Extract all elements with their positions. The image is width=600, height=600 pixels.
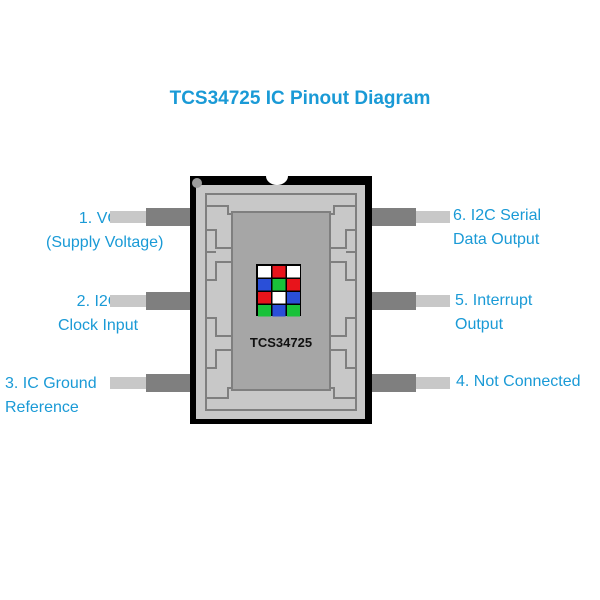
pin-4-name: 4. Not Connected <box>456 373 581 390</box>
lead-frame <box>205 193 357 411</box>
pin-3-lead <box>110 374 192 392</box>
left-pins <box>110 208 192 392</box>
sensor-cell-blue <box>272 305 286 317</box>
sensor-cell-white <box>272 292 286 304</box>
sensor-cell-blue <box>287 292 300 304</box>
pin-6-description: Data Output <box>453 231 540 248</box>
sensor-cell-red <box>287 279 300 291</box>
sensor-cell-green <box>272 279 286 291</box>
pin-3-label: 3. IC Ground Reference <box>5 372 97 420</box>
pin-6-lead <box>370 208 450 226</box>
sensor-cell-white <box>258 266 271 278</box>
sensor-cell-green <box>258 305 271 317</box>
sensor-cell-red <box>272 266 286 278</box>
pin-3-name: 3. IC Ground <box>5 375 97 392</box>
pin-4-label: 4. Not Connected <box>456 370 581 394</box>
orientation-notch <box>266 176 288 185</box>
pin-6-label: 6. I2C Serial Data Output <box>453 204 541 252</box>
pin-5-name: 5. Interrupt <box>455 292 533 309</box>
pin-2-name: 2. I2C <box>76 293 120 310</box>
sensor-cell-white <box>287 266 300 278</box>
chip-label: TCS34725 <box>250 335 312 350</box>
right-pins <box>370 208 450 392</box>
pin-2-lead <box>110 292 192 310</box>
pin-3-description: Reference <box>5 399 79 416</box>
pin-6-name: 6. I2C Serial <box>453 207 542 224</box>
pin-2-description: Clock Input <box>58 317 139 334</box>
pin-5-description: Output <box>455 316 504 333</box>
rgb-sensor-array <box>256 264 301 317</box>
internal-traces <box>206 205 356 399</box>
sensor-cell-green <box>287 305 300 317</box>
pin-5-lead <box>370 292 450 310</box>
pin-1-dot <box>192 178 202 188</box>
diagram-title: TCS34725 IC Pinout Diagram <box>169 88 431 109</box>
pin-4-lead <box>370 374 450 392</box>
pin-1-lead <box>110 208 192 226</box>
pin-2-label: 2. I2C Clock Input <box>58 290 138 338</box>
pin-5-label: 5. Interrupt Output <box>455 289 532 337</box>
sensor-cell-blue <box>258 279 271 291</box>
sensor-cell-red <box>258 292 271 304</box>
pin-1-description: (Supply Voltage) <box>46 234 164 251</box>
